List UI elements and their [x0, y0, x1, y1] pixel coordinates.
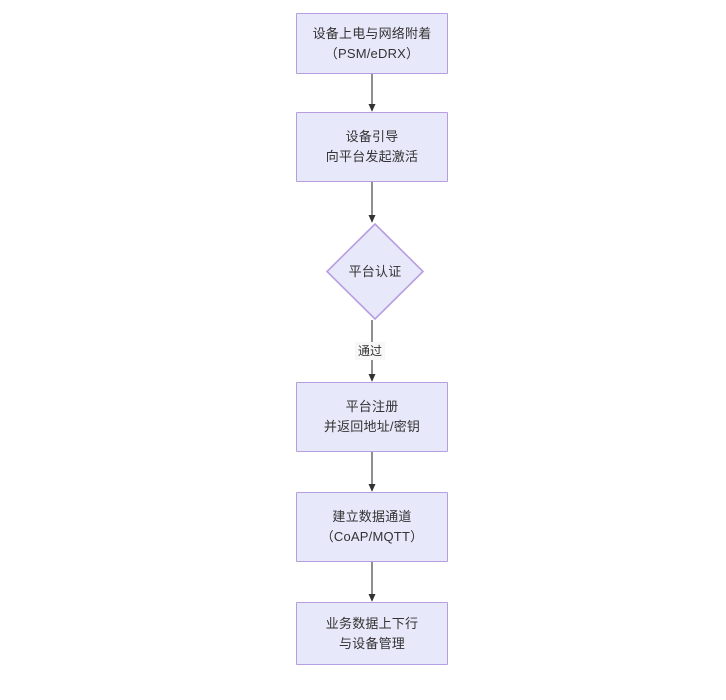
node-platform-register[interactable]: 平台注册 并返回地址/密钥: [296, 382, 448, 452]
diamond-shape-icon: [326, 223, 424, 320]
node-bootstrap[interactable]: 设备引导 向平台发起激活: [296, 112, 448, 182]
node-platform-auth-label: 平台认证: [348, 263, 402, 279]
node-bootstrap-label: 设备引导 向平台发起激活: [325, 129, 419, 164]
node-power-on-label: 设备上电与网络附着 （PSM/eDRX）: [312, 25, 432, 61]
node-platform-auth[interactable]: 平台认证: [326, 223, 424, 320]
node-business-data-label: 业务数据上下行 与设备管理: [325, 615, 419, 651]
node-power-on[interactable]: 设备上电与网络附着 （PSM/eDRX）: [296, 13, 448, 74]
node-data-channel-label: 建立数据通道 （CoAP/MQTT）: [320, 509, 424, 544]
node-business-data[interactable]: 业务数据上下行 与设备管理: [296, 602, 448, 665]
node-platform-register-label: 平台注册 并返回地址/密钥: [323, 399, 421, 434]
node-data-channel[interactable]: 建立数据通道 （CoAP/MQTT）: [296, 492, 448, 562]
edge-label-pass: 通过: [355, 342, 386, 360]
